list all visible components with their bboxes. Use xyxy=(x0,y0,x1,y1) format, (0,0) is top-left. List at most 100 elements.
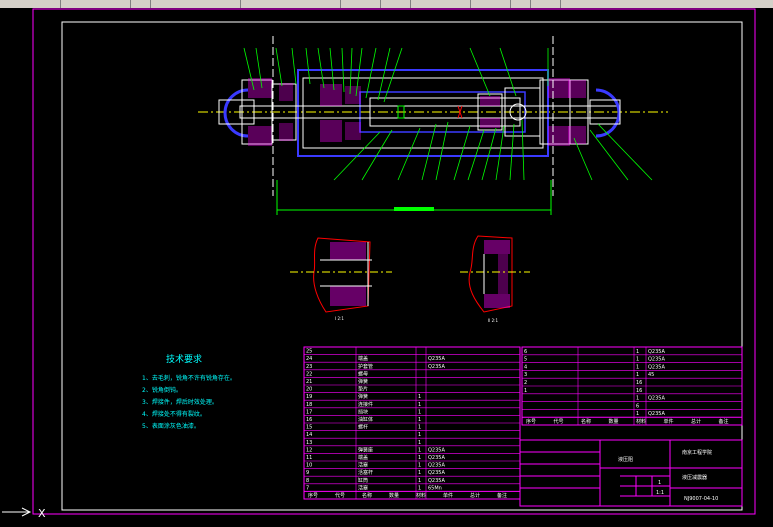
bom-footer-cell: 总计 xyxy=(691,418,701,425)
bom-cell-no: 3 xyxy=(524,372,527,378)
tech-req-item: 3、焊接件，焊后时效处理。 xyxy=(142,398,218,406)
bom-cell-qty: 16 xyxy=(636,380,642,386)
bom-cell-mat: Q235A xyxy=(428,470,445,476)
bom-footer-cell: 单件 xyxy=(443,492,453,499)
title-block: 液压阻 南京工程学院 液压减震器 1:1 1 NJ9007-04-10 xyxy=(519,439,743,507)
bom-footer-row: 序号代号名称数量材料单件总计备注 xyxy=(308,492,507,499)
bom-cell-no: 12 xyxy=(306,447,312,453)
bom-cell-qty: 1 xyxy=(418,425,421,431)
bom-footer-cell: 备注 xyxy=(719,418,729,425)
bom-cell-no: 15 xyxy=(306,425,312,431)
main-assembly-view xyxy=(198,36,668,215)
bom-footer-cell: 序号 xyxy=(308,492,318,499)
title-drawing-name: 液压减震器 xyxy=(682,474,707,481)
bom-cell-no: 18 xyxy=(306,402,312,408)
table-row: 2 16 xyxy=(524,380,642,386)
title-scale: 1:1 xyxy=(656,490,664,496)
bom-cell-name: 螺杆 xyxy=(358,424,368,431)
ucs-icon: X xyxy=(2,507,46,520)
bom-cell-qty: 1 xyxy=(418,432,421,438)
section-detail-left: I 2:1 xyxy=(290,237,392,321)
bom-footer-cell: 总计 xyxy=(470,492,480,499)
bom-cell-qty: 1 xyxy=(636,364,639,370)
bom-cell-qty: 1 xyxy=(418,455,421,461)
tech-requirements: 技术要求 1、去毛刺，锐角不许有锐角存在。 2、锐角倒钝。 3、焊接件，焊后时效… xyxy=(142,353,236,430)
bom-footer-cell: 单件 xyxy=(664,418,674,425)
bom-cell-name: 连接件 xyxy=(358,401,373,408)
tech-req-item: 1、去毛刺，锐角不许有锐角存在。 xyxy=(142,374,236,382)
bom-cell-name: 弹簧 xyxy=(358,393,368,400)
bom-cell-no: 4 xyxy=(524,364,527,370)
bom-cell-mat: Q235A xyxy=(648,364,665,370)
bom-cell-no: 8 xyxy=(306,478,309,484)
bom-cell-mat: Q235A xyxy=(428,455,445,461)
bom-cell-mat: Q235A xyxy=(428,463,445,469)
bom-cell-qty: 1 xyxy=(418,447,421,453)
bom-cell-name: 挡块 xyxy=(358,408,368,415)
bom-cell-name: 端盖 xyxy=(358,454,368,461)
section-label-right: II 2:1 xyxy=(488,318,499,323)
tech-req-item: 5、表面涂灰色油漆。 xyxy=(142,422,200,430)
bom-cell-no: 11 xyxy=(306,455,312,461)
bom-cell-name: 垫片 xyxy=(358,386,368,393)
title-sheet: 1 xyxy=(658,480,661,486)
bom-cell-qty: 16 xyxy=(636,388,642,394)
bom-footer-cell: 备注 xyxy=(497,492,507,499)
bom-cell-qty: 1 xyxy=(418,417,421,423)
bom-cell-mat: Q235A xyxy=(648,396,665,402)
tech-req-item: 2、锐角倒钝。 xyxy=(142,386,182,394)
bom-cell-name: 护套管 xyxy=(358,363,373,370)
table-row: 11 端盖 1 Q235A xyxy=(306,454,445,461)
bom-cell-no: 17 xyxy=(306,409,312,415)
bom-cell-no: 24 xyxy=(306,356,312,362)
bom-cell-no: 13 xyxy=(306,440,312,446)
bom-cell-no: 19 xyxy=(306,394,312,400)
bom-cell-no: 5 xyxy=(524,357,527,363)
table-row: 19 弹簧 1 xyxy=(306,393,421,400)
bom-cell-mat: Q235A xyxy=(648,411,665,417)
table-row: 24 端盖 Q235A xyxy=(306,355,445,362)
bom-cell-mat: 65Mn xyxy=(428,485,442,491)
section-detail-right: II 2:1 xyxy=(460,235,530,323)
bom-cell-qty: 1 xyxy=(636,357,639,363)
table-row: 6 xyxy=(636,403,639,409)
bom-cell-mat: Q235A xyxy=(648,349,665,355)
bom-cell-no: 10 xyxy=(306,463,312,469)
bom-footer-cell: 名称 xyxy=(581,418,591,425)
bom-cell-qty: 1 xyxy=(418,478,421,484)
bom-cell-name: 活塞 xyxy=(358,462,368,469)
bom-footer-cell: 数量 xyxy=(389,492,399,499)
bom-cell-no: 9 xyxy=(306,470,309,476)
tech-req-item: 4、焊接处不得有裂纹。 xyxy=(142,410,206,418)
bom-footer-cell: 代号 xyxy=(554,418,564,425)
drawing-outer-frame xyxy=(32,8,756,515)
bom-cell-qty: 1 xyxy=(418,394,421,400)
bom-footer-cell: 序号 xyxy=(526,418,536,425)
bom-cell-no: 6 xyxy=(524,349,527,355)
bom-cell-mat: Q235A xyxy=(428,447,445,453)
bom-cell-name: 弹簧座 xyxy=(358,446,373,453)
bom-cell-no: 2 xyxy=(524,380,527,386)
title-material: 液压阻 xyxy=(618,456,633,463)
bom-cell-mat: Q235A xyxy=(428,478,445,484)
bom-cell-mat: Q235A xyxy=(428,356,445,362)
bom-footer-cell: 材料 xyxy=(636,418,646,425)
bom-cell-qty: 1 xyxy=(636,396,639,402)
tech-requirements-title: 技术要求 xyxy=(166,353,202,365)
bom-cell-name: 端盖 xyxy=(358,355,368,362)
